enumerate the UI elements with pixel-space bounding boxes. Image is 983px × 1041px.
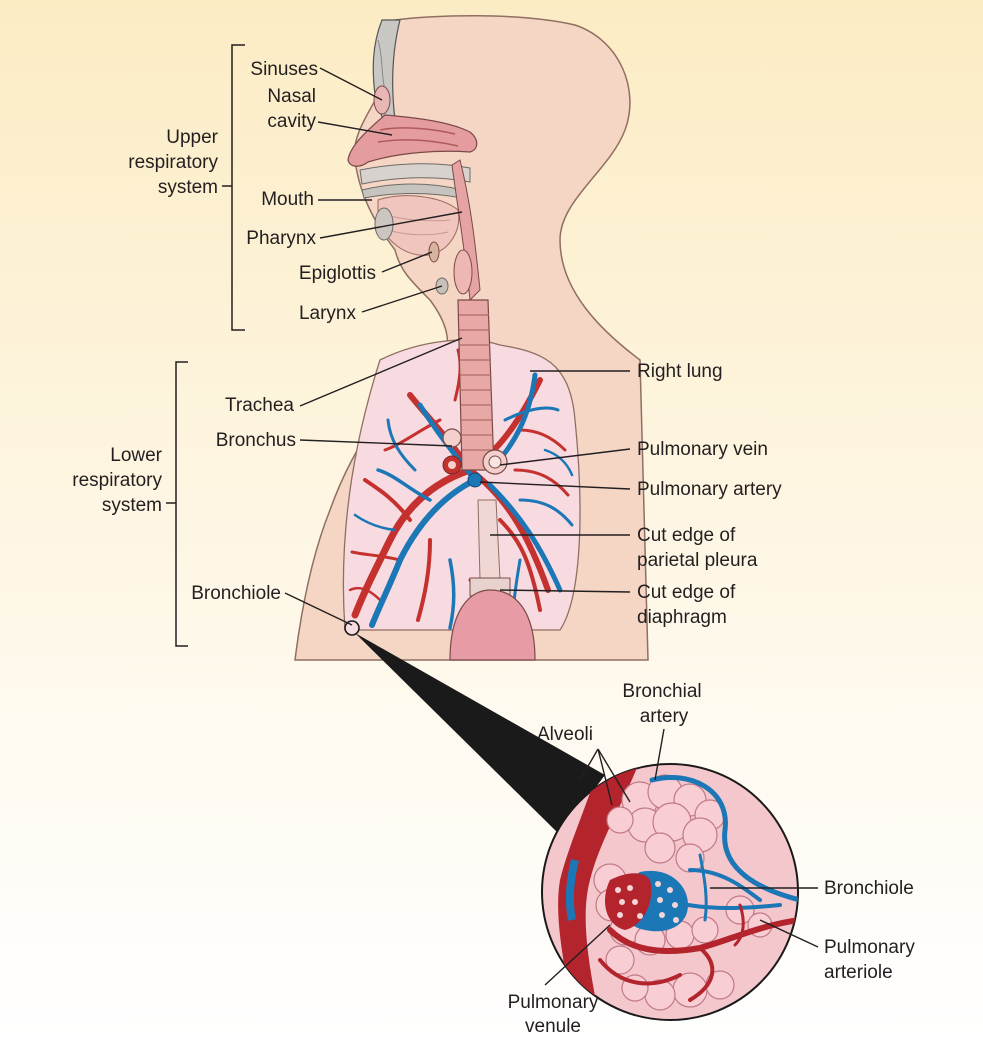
head-section (347, 19, 481, 302)
lower-group-label-1: Lower (110, 445, 162, 466)
lower-group-label-2: respiratory (72, 470, 162, 491)
label-pharynx: Pharynx (246, 228, 316, 249)
label-pulmonary-arteriole-1: Pulmonary (824, 937, 915, 958)
label-bronchus: Bronchus (216, 430, 296, 451)
trachea-shape (442, 299, 536, 661)
upper-group-label-1: Upper (166, 127, 218, 148)
leader-lines (284, 67, 819, 986)
label-parietal-pleura-2: parietal pleura (637, 550, 758, 571)
structure-labels-right: Right lung Pulmonary vein Pulmonary arte… (637, 361, 915, 983)
label-sinuses: Sinuses (250, 59, 318, 80)
label-nasal-cavity-1: Nasal (267, 86, 316, 107)
structure-labels-center: Bronchial artery Alveoli Pulmonary venul… (508, 681, 702, 1037)
label-parietal-pleura-1: Cut edge of (637, 525, 736, 546)
label-pulmonary-vein: Pulmonary vein (637, 439, 768, 460)
label-bronchial-artery-1: Bronchial (622, 681, 701, 702)
label-diaphragm-2: diaphragm (637, 607, 727, 628)
label-nasal-cavity-2: cavity (267, 111, 316, 132)
upper-group-label-2: respiratory (128, 152, 218, 173)
magnifier-callout (355, 633, 605, 835)
label-diaphragm-1: Cut edge of (637, 582, 736, 603)
label-right-lung: Right lung (637, 361, 723, 382)
bronchiole-marker (344, 620, 360, 636)
label-pulmonary-venule-2: venule (525, 1016, 581, 1037)
label-bronchial-artery-2: artery (640, 706, 689, 727)
label-epiglottis: Epiglottis (299, 263, 376, 284)
label-mouth: Mouth (261, 189, 314, 210)
label-bronchiole-main: Bronchiole (191, 583, 281, 604)
upper-bracket (222, 44, 245, 331)
label-pulmonary-artery: Pulmonary artery (637, 479, 782, 500)
label-larynx: Larynx (299, 303, 357, 324)
label-pulmonary-arteriole-2: arteriole (824, 962, 893, 983)
upper-group-label-3: system (158, 177, 218, 198)
lower-bracket (166, 361, 188, 647)
label-bronchiole-inset: Bronchiole (824, 878, 914, 899)
label-alveoli: Alveoli (537, 724, 593, 745)
epiglottis-shape (428, 241, 440, 263)
structure-labels-left: Sinuses Nasal cavity Mouth Pharynx Epigl… (191, 59, 376, 604)
label-trachea: Trachea (225, 395, 294, 416)
lower-group-label-3: system (102, 495, 162, 516)
group-labels: Upper respiratory system Lower respirato… (72, 127, 218, 516)
alveoli-inset (541, 763, 799, 1021)
label-pulmonary-venule-1: Pulmonary (508, 992, 599, 1013)
